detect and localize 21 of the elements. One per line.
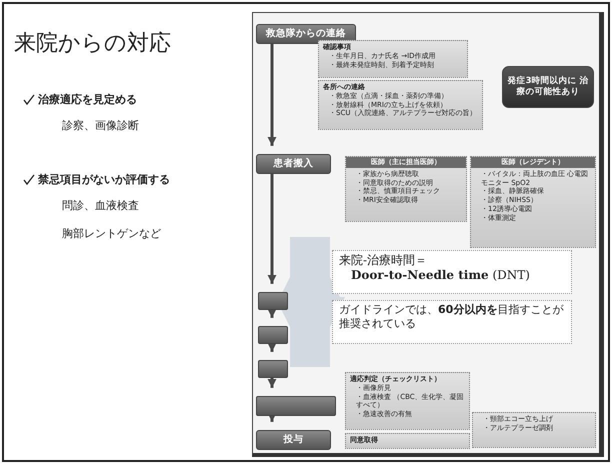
flow-box: 救急隊からの連絡 [256, 24, 356, 44]
bullet-heading: 治療適応を見定める [38, 92, 137, 107]
slide-title: 来院からの対応 [14, 30, 171, 58]
arrow [268, 342, 276, 352]
flow-box [258, 360, 288, 378]
flow-box: 投与 [256, 430, 331, 450]
arrow [268, 378, 276, 388]
bullet-text: 胸部レントゲンなど [62, 226, 161, 241]
arrow [268, 308, 276, 318]
arrow [268, 44, 276, 146]
bullet-text: 問診、血液検査 [62, 198, 139, 213]
flow-box [256, 396, 336, 416]
bullet-text: 診察、画像診断 [62, 118, 139, 133]
bullet-heading: 禁忌項目がないか評価する [38, 172, 170, 187]
note-box: 発症3時間以内に 治療の可能性あり [502, 66, 594, 108]
flow-box: 患者搬入 [256, 154, 331, 174]
flow-box [258, 326, 288, 344]
arrow [268, 174, 276, 284]
flow-box [258, 292, 288, 310]
text-box: ガイドラインでは、60分以内を目指すことが推奨されている [332, 300, 572, 344]
text-box: 来院-治療時間＝ Door-to-Needle time (DNT) [332, 250, 572, 294]
